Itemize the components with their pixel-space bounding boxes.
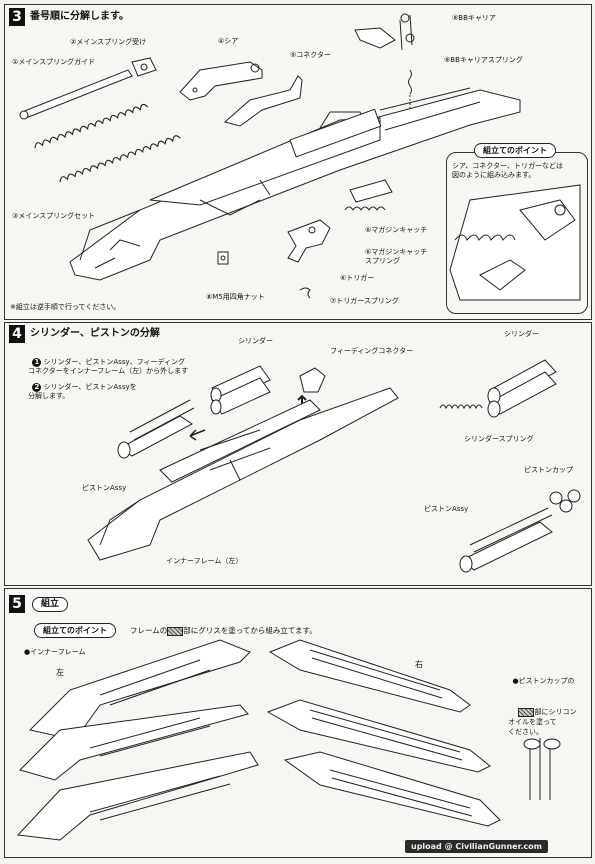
section-4-title: シリンダー、ピストンの分解 xyxy=(30,328,160,339)
inner-frame-label: ●インナーフレーム xyxy=(24,648,86,656)
step-2-number: 2 xyxy=(32,383,42,392)
tip-text-post: 部にグリスを塗ってから組み立てます。 xyxy=(183,626,317,635)
label-magazine-catch: ⑥マガジンキャッチ xyxy=(365,226,428,234)
label-connector: ⑤コネクター xyxy=(290,51,331,59)
cylinder-drawing-right xyxy=(487,359,557,418)
assembly-note: ※組立は逆手順で行ってください。 xyxy=(10,303,121,311)
label-main-spring-set: ③メインスプリングセット xyxy=(12,212,96,220)
piston-oil-drawing xyxy=(523,738,561,800)
piston-cup-note-post: 部にシリコン オイルを塗って ください。 xyxy=(508,708,577,736)
left-label: 左 xyxy=(56,668,64,677)
label-trigger-spring: ⑦トリガースプリング xyxy=(330,297,399,305)
main-spring-set-drawing xyxy=(34,103,181,183)
main-spring-guide-drawing xyxy=(19,69,133,120)
piston-assy-drawing-section-4 xyxy=(117,399,206,459)
main-spring-holder-drawing xyxy=(131,57,157,77)
grease-area-swatch xyxy=(167,626,184,636)
watermark-prefix: upload @ xyxy=(411,842,456,851)
piston-cup-note-pre: ●ピストンカップの xyxy=(512,677,575,685)
step-1-text: シリンダー、ピストンAssy、フィーディング コネクターをインナーフレーム（左）… xyxy=(28,358,189,375)
m5-nut-drawing xyxy=(217,251,229,265)
label-sear: ④シア xyxy=(218,37,239,45)
cylinder-drawing-section-4 xyxy=(210,365,271,415)
section-3-title: 番号順に分解します。 xyxy=(30,11,129,22)
label-piston-assy: ピストンAssy xyxy=(82,484,127,492)
tip-text-pre: フレームの xyxy=(130,626,168,635)
label-main-spring-guide: ①メインスプリングガイド xyxy=(12,58,96,66)
label-piston-assy-right: ピストンAssy xyxy=(424,505,469,513)
watermark: upload @ CivilianGunner.com xyxy=(405,840,549,853)
tip-illustration-section-3 xyxy=(449,184,581,301)
label-cylinder: シリンダー xyxy=(238,337,273,345)
step-1-number: 1 xyxy=(32,358,42,367)
tip-text-section-5: フレームの 部にグリスを塗ってから組み立てます。 xyxy=(130,626,317,636)
piston-cup-drawing xyxy=(549,489,581,513)
section-5-title: 組立 xyxy=(32,597,69,612)
magazine-catch-drawing xyxy=(344,179,393,211)
tip-text-section-3: シア、コネクター、トリガーなどは 図のように組み込みます。 xyxy=(452,162,563,179)
connector-drawing xyxy=(223,75,303,127)
tip-title-section-5: 組立てのポイント xyxy=(34,623,116,638)
label-m5-nut: ⑧M5用四角ナット xyxy=(206,293,265,301)
section-4-number: 4 xyxy=(9,325,25,343)
label-cylinder-spring: シリンダースプリング xyxy=(464,435,534,443)
inner-frame-drawing-section-4 xyxy=(87,387,399,561)
section-3-number: 3 xyxy=(9,8,25,26)
label-inner-frame-left: インナーフレーム（左） xyxy=(166,557,243,565)
label-feeding-connector: フィーディングコネクター xyxy=(330,347,414,355)
step-2-text: シリンダー、ピストンAssyを 分解します。 xyxy=(28,383,137,400)
label-magazine-catch-spring: ⑥マガジンキャッチ スプリング xyxy=(365,248,428,265)
label-bb-carrier: ⑨BBキャリア xyxy=(452,14,496,22)
label-main-spring-holder: ②メインスプリング受け xyxy=(70,38,147,46)
label-trigger: ⑥トリガー xyxy=(340,274,375,282)
watermark-url: CivilianGunner.com xyxy=(455,842,543,851)
trigger-drawing xyxy=(287,219,331,299)
label-piston-cup: ピストンカップ xyxy=(524,466,573,474)
inner-frame-left-drawings xyxy=(16,639,259,841)
piston-cup-note: ●ピストンカップの 部にシリコン オイルを塗って ください。 xyxy=(508,666,576,737)
piston-assy-drawing-right xyxy=(459,507,553,573)
label-bb-carrier-spring: ⑨BBキャリアスプリング xyxy=(444,56,523,64)
right-label: 右 xyxy=(415,660,423,669)
section-5-number: 5 xyxy=(9,595,25,613)
label-cylinder-right: シリンダー xyxy=(504,330,539,338)
inner-frame-right-drawings xyxy=(266,639,501,827)
oil-area-swatch xyxy=(518,707,535,717)
cylinder-spring-drawing xyxy=(439,404,483,410)
frame-drawing-section-3 xyxy=(69,87,521,281)
tip-title-section-3: 組立てのポイント xyxy=(474,143,556,158)
sear-drawing xyxy=(179,61,263,101)
